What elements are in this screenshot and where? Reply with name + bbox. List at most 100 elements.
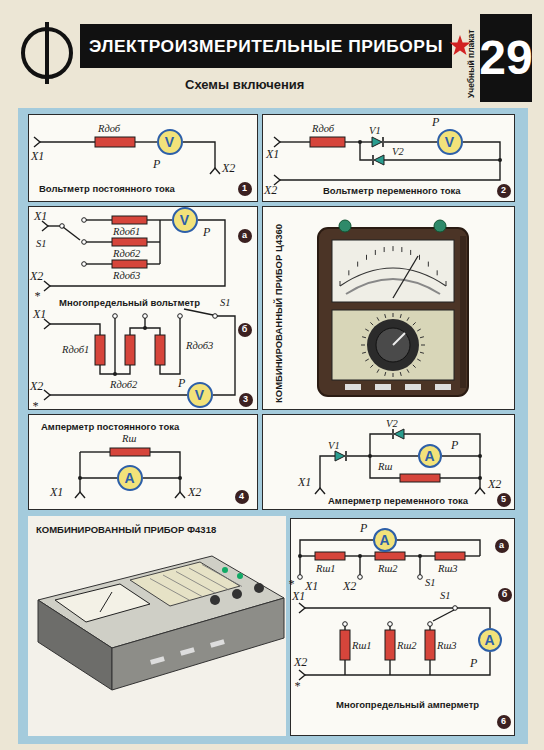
switch-contact <box>358 575 363 580</box>
wire <box>80 451 110 452</box>
wire <box>135 141 157 142</box>
component-label: * <box>34 290 40 302</box>
drawing-rect <box>318 228 468 396</box>
terminal-fork <box>34 137 40 147</box>
node-text: V <box>445 135 454 149</box>
component-label: X2 <box>30 270 43 282</box>
drawing-circle <box>254 583 264 593</box>
drawing-rect <box>150 656 165 665</box>
panel-caption: КОМБИНИРОВАННЫЙ ПРИБОР Ц4360 <box>273 224 284 403</box>
component-label: S1 <box>440 590 451 601</box>
switch-contact <box>418 575 423 580</box>
resistor-symbol <box>400 474 440 482</box>
dial-tick <box>370 322 373 325</box>
panel-caption: Амперметр переменного тока <box>328 495 468 506</box>
resistor-symbol <box>95 335 105 365</box>
component-label: V1 <box>369 125 381 136</box>
meter-circle: A <box>373 528 397 552</box>
node-text: 2 <box>501 186 506 195</box>
dial-tick <box>365 359 368 361</box>
component-label: X1 <box>31 150 44 162</box>
diode-symbol <box>372 137 382 147</box>
scale-tick <box>348 270 349 275</box>
meter-circle: A <box>117 465 143 491</box>
dial-tick <box>385 314 386 318</box>
component-label: P <box>153 158 160 170</box>
wire <box>359 556 360 575</box>
panel-box: Многопредельный амперметрAаAб6 <box>290 518 515 736</box>
drawing-polygon <box>112 598 284 690</box>
wire <box>389 660 390 675</box>
component-label: Rш3 <box>438 563 458 574</box>
dial-tick <box>362 337 366 338</box>
junction-dot <box>368 454 372 458</box>
component-label: X2 <box>188 486 201 498</box>
resistor-symbol <box>112 260 147 268</box>
switch-contact <box>82 240 87 245</box>
wire <box>440 477 480 478</box>
component-label: * <box>32 400 38 412</box>
dial-tick <box>413 365 416 368</box>
dial-tick <box>365 329 368 331</box>
component-label: S1 <box>425 577 436 588</box>
drawing-line <box>393 256 418 298</box>
junction-dot <box>178 476 182 480</box>
node-text: A <box>424 449 434 463</box>
terminal-fork <box>75 492 85 498</box>
drawing-rect <box>262 414 515 510</box>
component-label: Rдоб1 <box>62 344 89 355</box>
diode-bar <box>392 429 394 439</box>
wire <box>86 219 112 220</box>
dial-tick <box>370 365 373 368</box>
component-label: Rдоб2 <box>110 379 137 390</box>
switch-contact <box>298 575 303 580</box>
wire <box>79 452 80 492</box>
dial-tick <box>393 373 394 377</box>
wire <box>370 456 400 478</box>
diode-bar <box>345 451 347 461</box>
resistor-symbol <box>112 216 147 224</box>
component-label: Rдоб3 <box>113 270 140 281</box>
wire <box>433 610 454 621</box>
junction-dot <box>418 554 422 558</box>
junction-dot <box>298 554 302 558</box>
wire <box>280 142 500 180</box>
junction-dot <box>478 454 482 458</box>
dial-tick <box>421 345 425 346</box>
component-label: X2 <box>343 580 356 592</box>
wire <box>80 477 117 478</box>
drawing-circle <box>367 319 419 371</box>
drawing-circle <box>232 589 242 599</box>
switch-contact <box>113 314 118 319</box>
wire <box>114 318 115 374</box>
switch-contact <box>343 622 348 627</box>
wire <box>347 455 418 456</box>
wire <box>183 142 215 168</box>
wire <box>384 159 500 160</box>
node-text: A <box>379 533 389 547</box>
terminal-fork <box>210 168 220 174</box>
drawing-rect <box>332 310 454 380</box>
resistor-symbol <box>340 630 350 660</box>
component-label: S1 <box>220 297 231 308</box>
drawing-rect <box>405 384 421 390</box>
component-label: P <box>470 657 477 669</box>
drawing-circle <box>210 595 220 605</box>
wire <box>344 660 345 675</box>
wire <box>86 263 112 264</box>
wire <box>160 318 180 374</box>
wire <box>147 263 160 264</box>
component-label: V2 <box>392 146 404 157</box>
node-text: 4 <box>239 492 244 501</box>
drawing-g <box>150 565 242 601</box>
junction-dot <box>113 372 117 376</box>
diode-symbol <box>394 429 404 439</box>
dial-tick <box>377 317 379 320</box>
terminal-fork <box>44 281 50 291</box>
resistor-symbol <box>435 552 465 560</box>
meter-circle: A <box>418 444 442 468</box>
drawing-rect <box>435 384 451 390</box>
callout-number: 6 <box>497 715 511 729</box>
